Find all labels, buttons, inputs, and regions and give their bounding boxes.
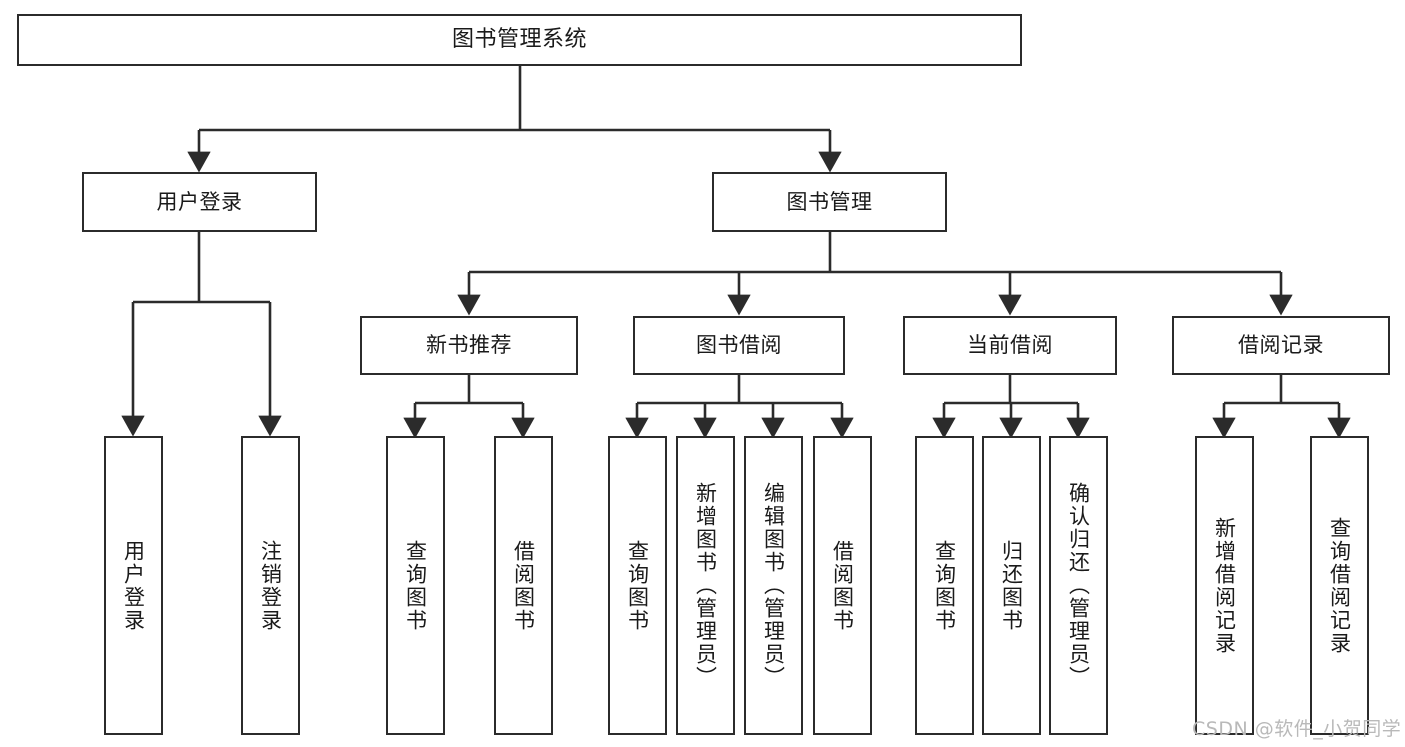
node-label: 借阅图书: [511, 539, 536, 632]
leaf-query-book-current[interactable]: 查询图书: [915, 436, 974, 735]
leaf-user-login[interactable]: 用户登录: [104, 436, 163, 735]
node-label: 图书借阅: [696, 333, 782, 358]
node-label: 借阅图书: [830, 539, 855, 632]
leaf-logout-login[interactable]: 注销登录: [241, 436, 300, 735]
node-root-book-management-system[interactable]: 图书管理系统: [17, 14, 1022, 66]
leaf-confirm-return-admin[interactable]: 确认归还（管理员）: [1049, 436, 1108, 735]
node-user-login[interactable]: 用户登录: [82, 172, 317, 232]
node-label: 用户登录: [156, 189, 243, 214]
leaf-add-book-admin[interactable]: 新增图书（管理员）: [676, 436, 735, 735]
node-label: 归还图书: [999, 539, 1024, 632]
node-label: 图书管理: [786, 189, 873, 214]
node-label: 新书推荐: [426, 333, 512, 358]
node-borrow-record[interactable]: 借阅记录: [1172, 316, 1390, 375]
leaf-return-book[interactable]: 归还图书: [982, 436, 1041, 735]
node-label: 查询图书: [403, 539, 428, 632]
node-label: 查询图书: [932, 539, 957, 632]
node-label: 新增借阅记录: [1212, 516, 1237, 655]
node-label: 查询借阅记录: [1327, 516, 1352, 655]
csdn-watermark: CSDN @软件_小贺同学: [1192, 718, 1402, 740]
node-label: 确认归还（管理员）: [1066, 482, 1091, 689]
node-label: 用户登录: [121, 539, 146, 632]
node-label: 查询图书: [625, 539, 650, 632]
leaf-query-book-recommend[interactable]: 查询图书: [386, 436, 445, 735]
leaf-borrow-book[interactable]: 借阅图书: [813, 436, 872, 735]
node-label: 编辑图书（管理员）: [761, 482, 786, 689]
node-label: 注销登录: [258, 539, 283, 632]
node-new-book-recommend[interactable]: 新书推荐: [360, 316, 578, 375]
node-label: 新增图书（管理员）: [693, 482, 718, 689]
node-label: 当前借阅: [967, 333, 1053, 358]
node-label: 借阅记录: [1238, 333, 1324, 358]
leaf-borrow-book-recommend[interactable]: 借阅图书: [494, 436, 553, 735]
leaf-edit-book-admin[interactable]: 编辑图书（管理员）: [744, 436, 803, 735]
node-current-borrow[interactable]: 当前借阅: [903, 316, 1117, 375]
leaf-query-borrow-record[interactable]: 查询借阅记录: [1310, 436, 1369, 735]
leaf-query-book-borrow[interactable]: 查询图书: [608, 436, 667, 735]
leaf-add-borrow-record[interactable]: 新增借阅记录: [1195, 436, 1254, 735]
node-book-borrow[interactable]: 图书借阅: [633, 316, 845, 375]
node-book-management[interactable]: 图书管理: [712, 172, 947, 232]
node-label: 图书管理系统: [451, 27, 587, 53]
